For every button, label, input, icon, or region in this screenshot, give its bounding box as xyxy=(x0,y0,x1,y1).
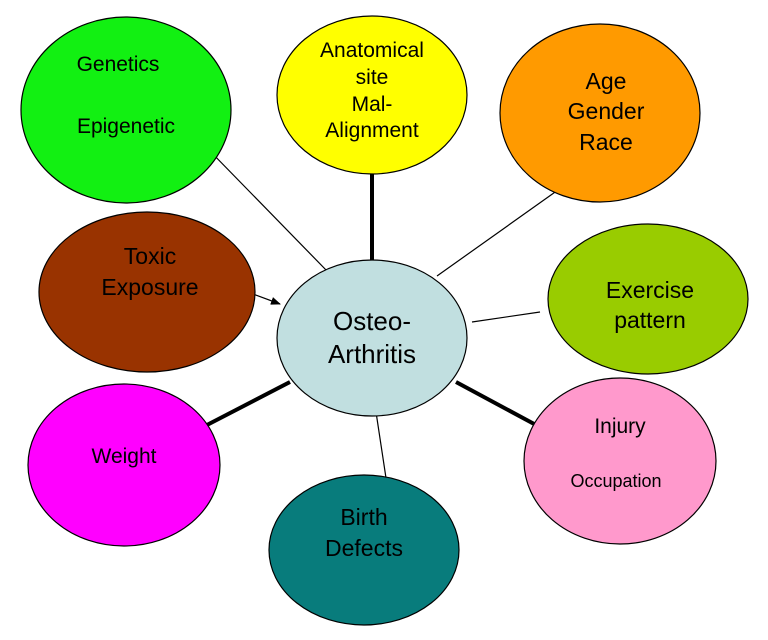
center-node: Osteo- Arthritis xyxy=(276,259,468,417)
node-injury-line-1: Injury xyxy=(594,415,646,438)
center-node-line-2: Arthritis xyxy=(328,339,416,369)
node-anatomical-ellipse xyxy=(276,15,468,175)
node-birth-line-1: Birth xyxy=(340,504,387,530)
connector-birth xyxy=(375,411,387,479)
node-weight-ellipse xyxy=(27,383,221,547)
node-birth-line-2: Defects xyxy=(325,535,403,561)
node-toxic: Toxic Exposure xyxy=(38,211,256,373)
node-age: Age Gender Race xyxy=(499,23,701,203)
node-anatomical-line-3: Mal- xyxy=(352,93,393,116)
node-weight-line-1: Weight xyxy=(92,445,157,468)
node-weight: Weight xyxy=(27,383,221,547)
node-anatomical: Anatomical site Mal- Alignment xyxy=(276,15,468,175)
node-toxic-ellipse xyxy=(38,211,256,373)
center-node-ellipse xyxy=(276,259,468,417)
connector-age xyxy=(436,189,559,277)
node-injury-ellipse xyxy=(523,377,717,545)
node-toxic-line-2: Exposure xyxy=(101,274,198,300)
connector-genetics xyxy=(206,147,329,273)
node-genetics-line-2: Epigenetic xyxy=(77,115,175,138)
node-injury-line-2: Occupation xyxy=(570,471,661,491)
node-genetics: Genetics Epigenetic xyxy=(20,16,232,204)
node-exercise-ellipse xyxy=(547,223,749,375)
node-genetics-ellipse xyxy=(20,16,232,204)
connector-injury xyxy=(455,380,537,427)
node-exercise: Exercise pattern xyxy=(547,223,749,375)
node-exercise-line-1: Exercise xyxy=(606,277,694,303)
node-birth-ellipse xyxy=(268,474,460,626)
node-genetics-line-1: Genetics xyxy=(77,53,160,76)
node-injury: Injury Occupation xyxy=(523,377,717,545)
node-age-line-2: Gender xyxy=(568,98,645,124)
node-exercise-line-2: pattern xyxy=(614,307,686,333)
node-anatomical-line-4: Alignment xyxy=(325,119,419,142)
node-birth: Birth Defects xyxy=(268,474,460,626)
node-anatomical-line-1: Anatomical xyxy=(320,39,424,62)
node-age-line-1: Age xyxy=(586,68,627,94)
node-age-ellipse xyxy=(499,23,701,203)
node-anatomical-line-2: site xyxy=(356,66,389,89)
node-toxic-line-1: Toxic xyxy=(124,243,176,269)
connector-exercise xyxy=(471,311,541,323)
center-node-line-1: Osteo- xyxy=(333,306,411,336)
node-age-line-3: Race xyxy=(579,129,633,155)
connector-weight xyxy=(204,380,291,428)
